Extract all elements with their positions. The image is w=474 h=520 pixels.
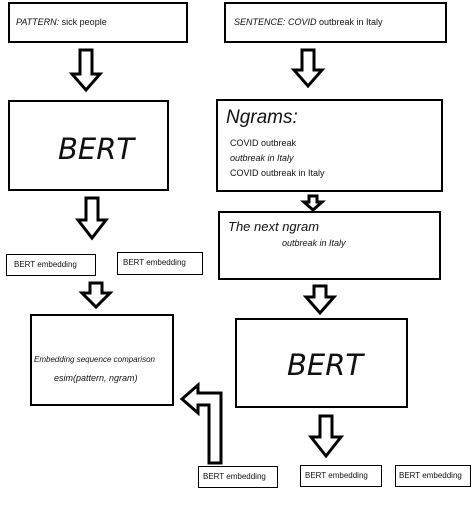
embedding-box: BERT embedding bbox=[6, 254, 96, 276]
ngrams-title: Ngrams: bbox=[226, 107, 298, 128]
pattern-box: PATTERN: sick people bbox=[8, 2, 188, 43]
ngrams-box: Ngrams: COVID outbreak outbreak in Italy… bbox=[216, 99, 443, 192]
ngram-item: COVID outbreak in Italy bbox=[230, 168, 325, 178]
embedding-label: BERT embedding bbox=[399, 471, 462, 480]
embedding-box: BERT embedding bbox=[198, 466, 278, 488]
down-arrow-icon bbox=[290, 48, 326, 89]
down-arrow-icon bbox=[68, 48, 104, 93]
pattern-label: PATTERN: bbox=[16, 17, 60, 27]
pattern-text: PATTERN: sick people bbox=[16, 17, 107, 27]
ngram-item: COVID outbreak bbox=[230, 138, 297, 148]
bert-box-left: BERT bbox=[8, 100, 169, 191]
sentence-box: SENTENCE: COVID outbreak in Italy bbox=[224, 2, 447, 43]
embedding-label: BERT embedding bbox=[14, 260, 77, 269]
embedding-box: BERT embedding bbox=[300, 465, 382, 487]
embedding-label: BERT embedding bbox=[305, 471, 368, 480]
bent-arrow-icon bbox=[179, 381, 223, 465]
next-ngram-box: The next ngram outbreak in Italy bbox=[218, 211, 441, 280]
embedding-box: BERT embedding bbox=[395, 465, 471, 487]
down-arrow-icon bbox=[78, 281, 114, 310]
ngram-item: outbreak in Italy bbox=[230, 153, 294, 163]
down-arrow-icon bbox=[307, 414, 345, 459]
comparison-line2: esim(pattern, ngram) bbox=[54, 373, 138, 383]
down-arrow-icon bbox=[74, 196, 110, 241]
pattern-value: sick people bbox=[59, 17, 107, 27]
bert-right-label: BERT bbox=[287, 348, 364, 382]
sentence-value: outbreak in Italy bbox=[316, 17, 383, 27]
sentence-label: SENTENCE: COVID bbox=[234, 17, 317, 27]
bert-box-right: BERT bbox=[235, 318, 408, 408]
embedding-label: BERT embedding bbox=[203, 472, 266, 481]
sentence-text: SENTENCE: COVID outbreak in Italy bbox=[234, 17, 383, 27]
next-ngram-title: The next ngram bbox=[228, 219, 320, 234]
embedding-box: BERT embedding bbox=[117, 252, 203, 275]
embedding-label: BERT embedding bbox=[123, 258, 186, 267]
comparison-box: Embedding sequence comparison esim(patte… bbox=[30, 314, 174, 406]
bert-left-label: BERT bbox=[58, 132, 135, 166]
down-arrow-icon bbox=[300, 194, 326, 213]
down-arrow-icon bbox=[302, 284, 338, 316]
comparison-line1: Embedding sequence comparison bbox=[34, 355, 155, 364]
next-ngram-value: outbreak in Italy bbox=[282, 238, 346, 248]
